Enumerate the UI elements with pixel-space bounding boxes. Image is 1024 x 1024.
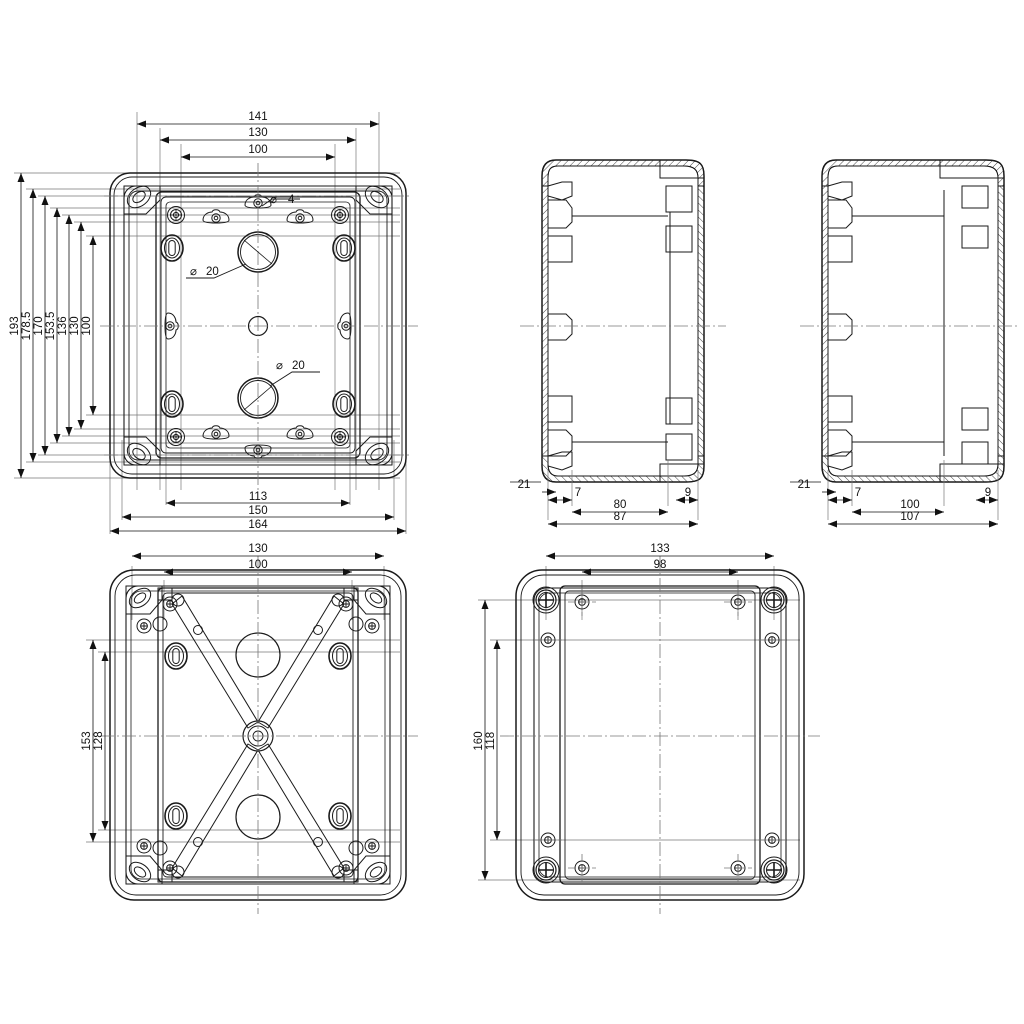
dim-lid-in-left-153: 153 (81, 731, 93, 750)
lid-inside-x-ribs (171, 593, 345, 879)
dim-lid-out-left-160: 160 (473, 731, 485, 750)
dim-sec-a-7: 7 (575, 487, 581, 499)
callout-dia20-upper-symbol: ⌀ (190, 266, 197, 278)
view-section-a: 21 7 80 9 87 (510, 159, 726, 528)
base-plan-centerlines (100, 163, 418, 490)
base-plan-callouts: ⌀ 4 ⌀ 20 ⌀ 20 (186, 194, 320, 411)
dim-sec-a-9: 9 (685, 487, 691, 499)
view-base-plan: ⌀ 4 ⌀ 20 ⌀ 20 141 130 100 (9, 111, 418, 535)
section-b-dimension-lines (790, 481, 998, 528)
section-a-internal-bosses (547, 181, 668, 471)
dim-base-left-178-5: 178.5 (21, 312, 33, 341)
view-section-b: 21 7 100 9 107 (790, 159, 1020, 528)
section-b-internal-bosses (827, 181, 944, 471)
dim-base-left-170: 170 (33, 316, 45, 335)
dim-base-bottom-164: 164 (248, 519, 268, 531)
dim-sec-b-7: 7 (855, 487, 861, 499)
dim-base-left-193: 193 (9, 316, 21, 335)
base-plan-bottom-dimension-lines (110, 499, 406, 535)
dim-base-top-130: 130 (248, 127, 267, 139)
base-plan-left-dimension-lines (17, 173, 97, 478)
section-b-rim-detail (939, 160, 1004, 482)
dim-sec-b-107: 107 (900, 511, 919, 523)
section-b-hatched-walls (821, 159, 1005, 483)
callout-dia4-value: 4 (288, 194, 295, 206)
dim-sec-a-21: 21 (518, 479, 531, 491)
dim-base-bottom-150: 150 (248, 505, 267, 517)
lid-outside-dimension-lines (481, 552, 774, 880)
callout-dia20-lower-symbol: ⌀ (276, 360, 283, 372)
dim-lid-in-left-128: 128 (93, 731, 105, 750)
dim-sec-a-80: 80 (614, 499, 627, 511)
dim-sec-a-87: 87 (614, 511, 627, 523)
dim-base-left-100: 100 (81, 316, 93, 335)
dim-base-top-100: 100 (248, 144, 267, 156)
section-a-rim-detail (659, 160, 704, 482)
base-plan-top-dimension-lines (137, 120, 379, 161)
dim-sec-b-9: 9 (985, 487, 991, 499)
callout-dia20-lower-value: 20 (292, 360, 305, 372)
dim-lid-out-top-98: 98 (654, 559, 667, 571)
dim-base-bottom-113: 113 (249, 491, 267, 503)
base-plan-corner-mounting-ears (123, 185, 393, 466)
view-lid-outside: 133 98 160 118 (473, 543, 820, 914)
dim-sec-b-100: 100 (900, 499, 919, 511)
lid-inside-centerlines (100, 556, 418, 914)
lid-inside-corner-ears (125, 585, 391, 885)
callout-dia-20-lower: ⌀ 20 (243, 360, 320, 411)
dim-base-left-153-5: 153.5 (45, 312, 57, 341)
callout-dia-20-upper: ⌀ 20 (186, 239, 273, 279)
lid-inside-dimension-lines (89, 552, 384, 842)
dim-lid-in-top-100: 100 (248, 559, 267, 571)
lid-outside-corner-screws (532, 586, 788, 884)
callout-dia20-upper-value: 20 (206, 266, 219, 278)
lid-outside-centerlines (500, 556, 820, 914)
dim-lid-in-top-130: 130 (248, 543, 267, 555)
dim-lid-out-left-118: 118 (485, 732, 497, 750)
dim-sec-b-21: 21 (798, 479, 811, 491)
lid-outside-screw-axes (534, 588, 786, 882)
section-a-hatched-walls (541, 159, 705, 483)
section-a-dimension-lines (510, 481, 698, 528)
view-lid-inside: 130 100 153 128 (81, 543, 418, 914)
dim-base-left-136: 136 (57, 316, 69, 335)
dim-lid-out-top-133: 133 (650, 543, 669, 555)
callout-dia-4: ⌀ 4 (261, 194, 300, 207)
callout-dia4-symbol: ⌀ (270, 194, 277, 206)
dim-base-left-130: 130 (69, 316, 81, 335)
dim-base-top-141: 141 (248, 111, 267, 123)
